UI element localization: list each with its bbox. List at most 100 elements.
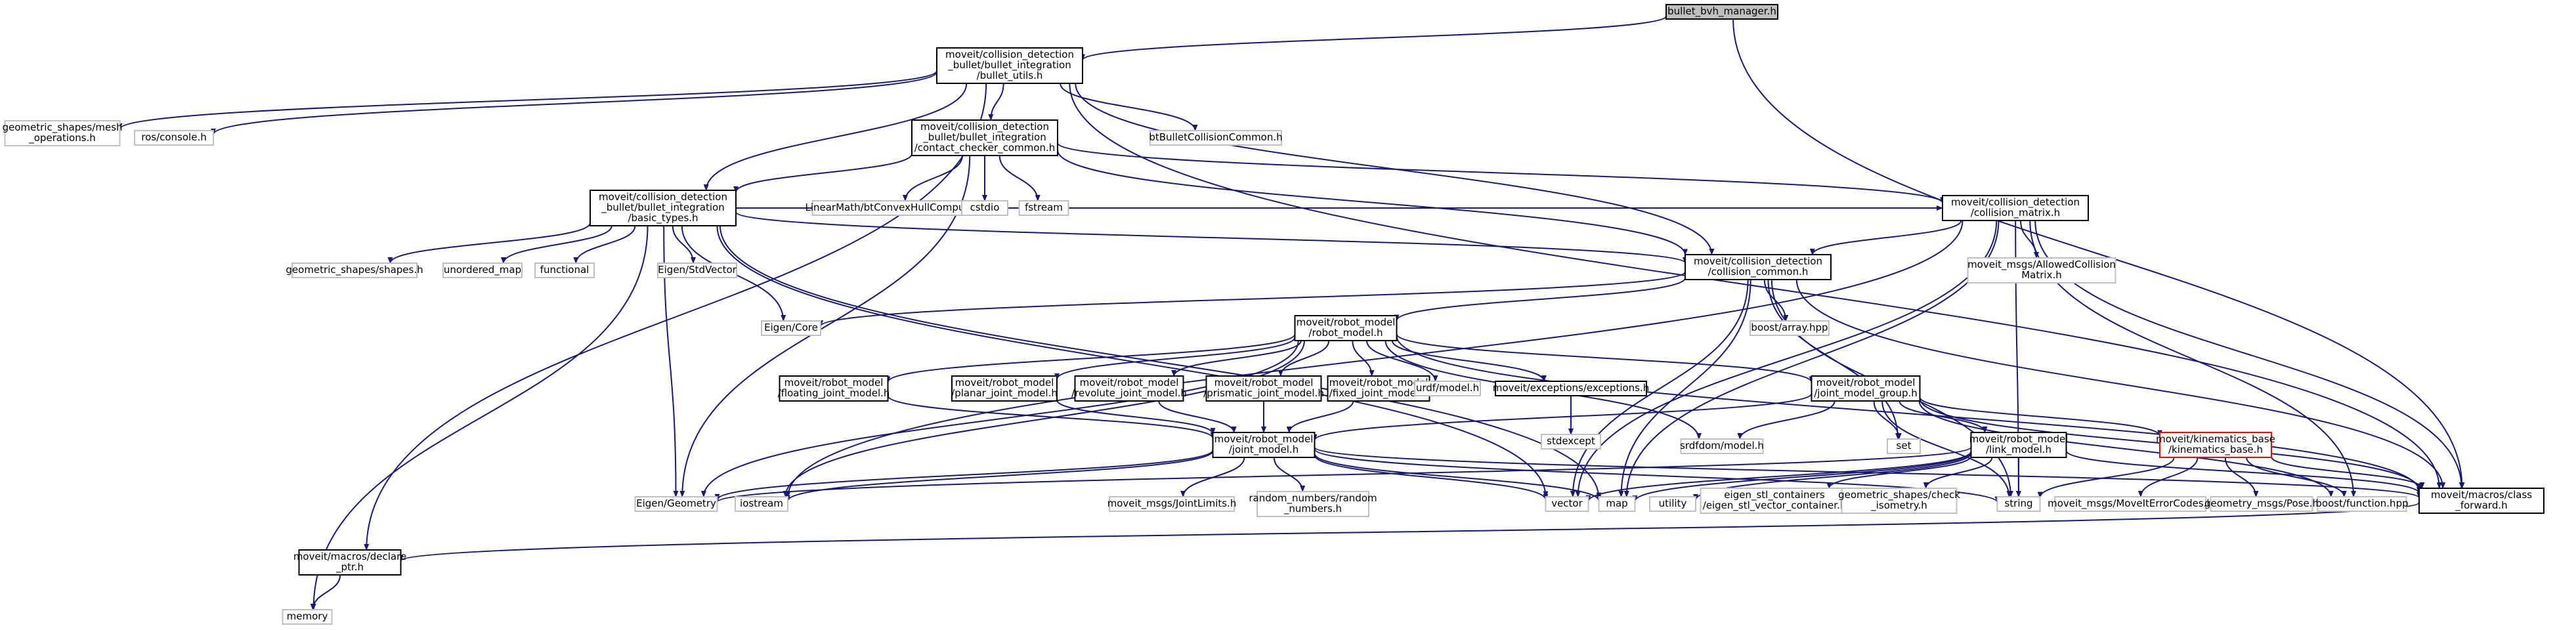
node-box[interactable] [1495, 381, 1647, 396]
node-box[interactable] [911, 119, 1058, 156]
node-prismatic[interactable]: moveit/robot_model/prismatic_joint_model… [1203, 375, 1324, 402]
node-kinematics[interactable]: moveit/kinematics_base/kinematics_base.h [2156, 432, 2275, 458]
node-box[interactable] [1414, 381, 1481, 396]
node-box[interactable] [282, 609, 333, 625]
node-shapes[interactable]: geometric_shapes/shapes.h [286, 262, 423, 278]
node-jmg[interactable]: moveit/robot_model/joint_model_group.h [1811, 375, 1921, 402]
node-box[interactable] [1841, 488, 1958, 514]
node-link-model[interactable]: moveit/robot_model/link_model.h [1969, 432, 2069, 458]
node-iostream[interactable]: iostream [735, 496, 788, 512]
node-box[interactable] [442, 262, 523, 278]
node-box[interactable] [1665, 4, 1778, 20]
node-box[interactable] [1109, 496, 1235, 512]
node-contact-checker[interactable]: moveit/collision_detection_bullet/bullet… [911, 119, 1058, 156]
node-joint-limits[interactable]: moveit_msgs/JointLimits.h [1107, 496, 1237, 512]
node-box[interactable] [1149, 130, 1282, 146]
node-random-numbers[interactable]: random_numbers/random_numbers.h [1249, 491, 1377, 517]
node-root[interactable]: bullet_bvh_manager.h [1665, 4, 1778, 20]
node-box[interactable] [1212, 432, 1316, 458]
node-mesh-operations[interactable]: geometric_shapes/mesh_operations.h [2, 120, 123, 146]
node-box[interactable] [951, 375, 1058, 402]
node-box[interactable] [1967, 257, 2116, 284]
node-box[interactable] [291, 262, 418, 278]
node-revolute[interactable]: moveit/robot_model/revolute_joint_model.… [1071, 375, 1187, 402]
node-box[interactable] [1205, 375, 1322, 402]
node-planar[interactable]: moveit/robot_model/planar_joint_model.h [951, 375, 1058, 402]
node-box[interactable] [1680, 438, 1764, 454]
node-exceptions[interactable]: moveit/exceptions/exceptions.h [1493, 381, 1650, 396]
node-box[interactable] [298, 549, 402, 576]
node-floating[interactable]: moveit/robot_model/floating_joint_model.… [778, 375, 890, 402]
node-box[interactable] [961, 200, 1008, 216]
node-box[interactable] [134, 130, 214, 146]
node-functional[interactable]: functional [534, 262, 595, 278]
node-boost-array[interactable]: boost/array.hpp [1750, 320, 1830, 336]
node-box[interactable] [779, 375, 889, 402]
node-utility[interactable]: utility [1649, 496, 1696, 512]
node-box[interactable] [2418, 488, 2544, 514]
node-stdvector[interactable]: Eigen/StdVector [657, 262, 737, 278]
node-eigen-stl[interactable]: eigen_stl_containers/eigen_stl_vector_co… [1700, 488, 1849, 514]
node-box[interactable] [936, 47, 1083, 84]
node-box[interactable] [1996, 496, 2041, 512]
node-joint-model[interactable]: moveit/robot_model/joint_model.h [1212, 432, 1316, 458]
node-pose[interactable]: geometry_msgs/Pose.h [2204, 496, 2319, 512]
node-box[interactable] [1887, 438, 1921, 454]
node-label-line: moveit/exceptions/exceptions.h [1493, 382, 1650, 394]
node-box[interactable] [761, 320, 821, 336]
node-box[interactable] [1685, 254, 1832, 280]
node-box[interactable] [590, 190, 737, 226]
node-console[interactable]: ros/console.h [134, 130, 214, 146]
node-fstream[interactable]: fstream [1018, 200, 1069, 216]
node-box[interactable] [1545, 496, 1589, 512]
node-bullet-utils[interactable]: moveit/collision_detection_bullet/bullet… [936, 47, 1083, 84]
node-box[interactable] [1256, 491, 1369, 517]
node-memory[interactable]: memory [282, 609, 333, 625]
node-set[interactable]: set [1887, 438, 1921, 454]
node-class-forward[interactable]: moveit/macros/class_forward.h [2418, 488, 2544, 514]
node-boost-function[interactable]: boost/function.hpp [2315, 496, 2409, 512]
node-box[interactable] [1018, 200, 1069, 216]
node-box[interactable] [1811, 375, 1921, 402]
node-check-isometry[interactable]: geometric_shapes/check_isometry.h [1838, 488, 1960, 514]
node-box[interactable] [1970, 432, 2067, 458]
node-srdf[interactable]: srdfdom/model.h [1680, 438, 1764, 454]
node-collision-common[interactable]: moveit/collision_detection/collision_com… [1685, 254, 1832, 280]
node-collision-matrix[interactable]: moveit/collision_detection/collision_mat… [1942, 195, 2089, 221]
node-urdf[interactable]: urdf/model.h [1414, 381, 1481, 396]
node-box[interactable] [657, 262, 737, 278]
node-string[interactable]: string [1996, 496, 2041, 512]
node-robot-model[interactable]: moveit/robot_model/robot_model.h [1294, 315, 1398, 341]
node-box[interactable] [1074, 375, 1184, 402]
node-eigen-core[interactable]: Eigen/Core [761, 320, 821, 336]
node-box[interactable] [1750, 320, 1830, 336]
node-box[interactable] [1294, 315, 1398, 341]
node-box[interactable] [1598, 496, 1636, 512]
node-basic-types[interactable]: moveit/collision_detection_bullet/bullet… [590, 190, 737, 226]
node-box[interactable] [1942, 195, 2089, 221]
node-box[interactable] [2054, 496, 2206, 512]
node-box[interactable] [1700, 488, 1849, 514]
node-box[interactable] [735, 496, 788, 512]
node-box[interactable] [1541, 434, 1601, 450]
node-box[interactable] [2159, 432, 2272, 458]
node-box[interactable] [1649, 496, 1696, 512]
node-btBullet[interactable]: btBulletCollisionCommon.h [1149, 130, 1283, 146]
edge-robot-model-to-urdf [1366, 340, 1438, 382]
node-unordered-map[interactable]: unordered_map [442, 262, 523, 278]
node-stdexcept[interactable]: stdexcept [1541, 434, 1601, 450]
node-box[interactable] [534, 262, 595, 278]
node-vector[interactable]: vector [1545, 496, 1589, 512]
node-box[interactable] [2210, 496, 2313, 512]
node-box[interactable] [634, 496, 718, 512]
node-map[interactable]: map [1598, 496, 1636, 512]
node-eigen-geometry[interactable]: Eigen/Geometry [634, 496, 718, 512]
node-convexhull[interactable]: LinearMath/btConvexHullComputer.h [805, 200, 987, 216]
node-cstdio[interactable]: cstdio [961, 200, 1008, 216]
node-fixed[interactable]: moveit/robot_model/fixed_joint_model.h [1327, 375, 1430, 402]
node-box[interactable] [2317, 496, 2407, 512]
node-box[interactable] [4, 120, 121, 146]
node-declare-ptr[interactable]: moveit/macros/declare_ptr.h [293, 549, 406, 576]
node-error-codes[interactable]: moveit_msgs/MoveItErrorCodes.h [2048, 496, 2213, 512]
